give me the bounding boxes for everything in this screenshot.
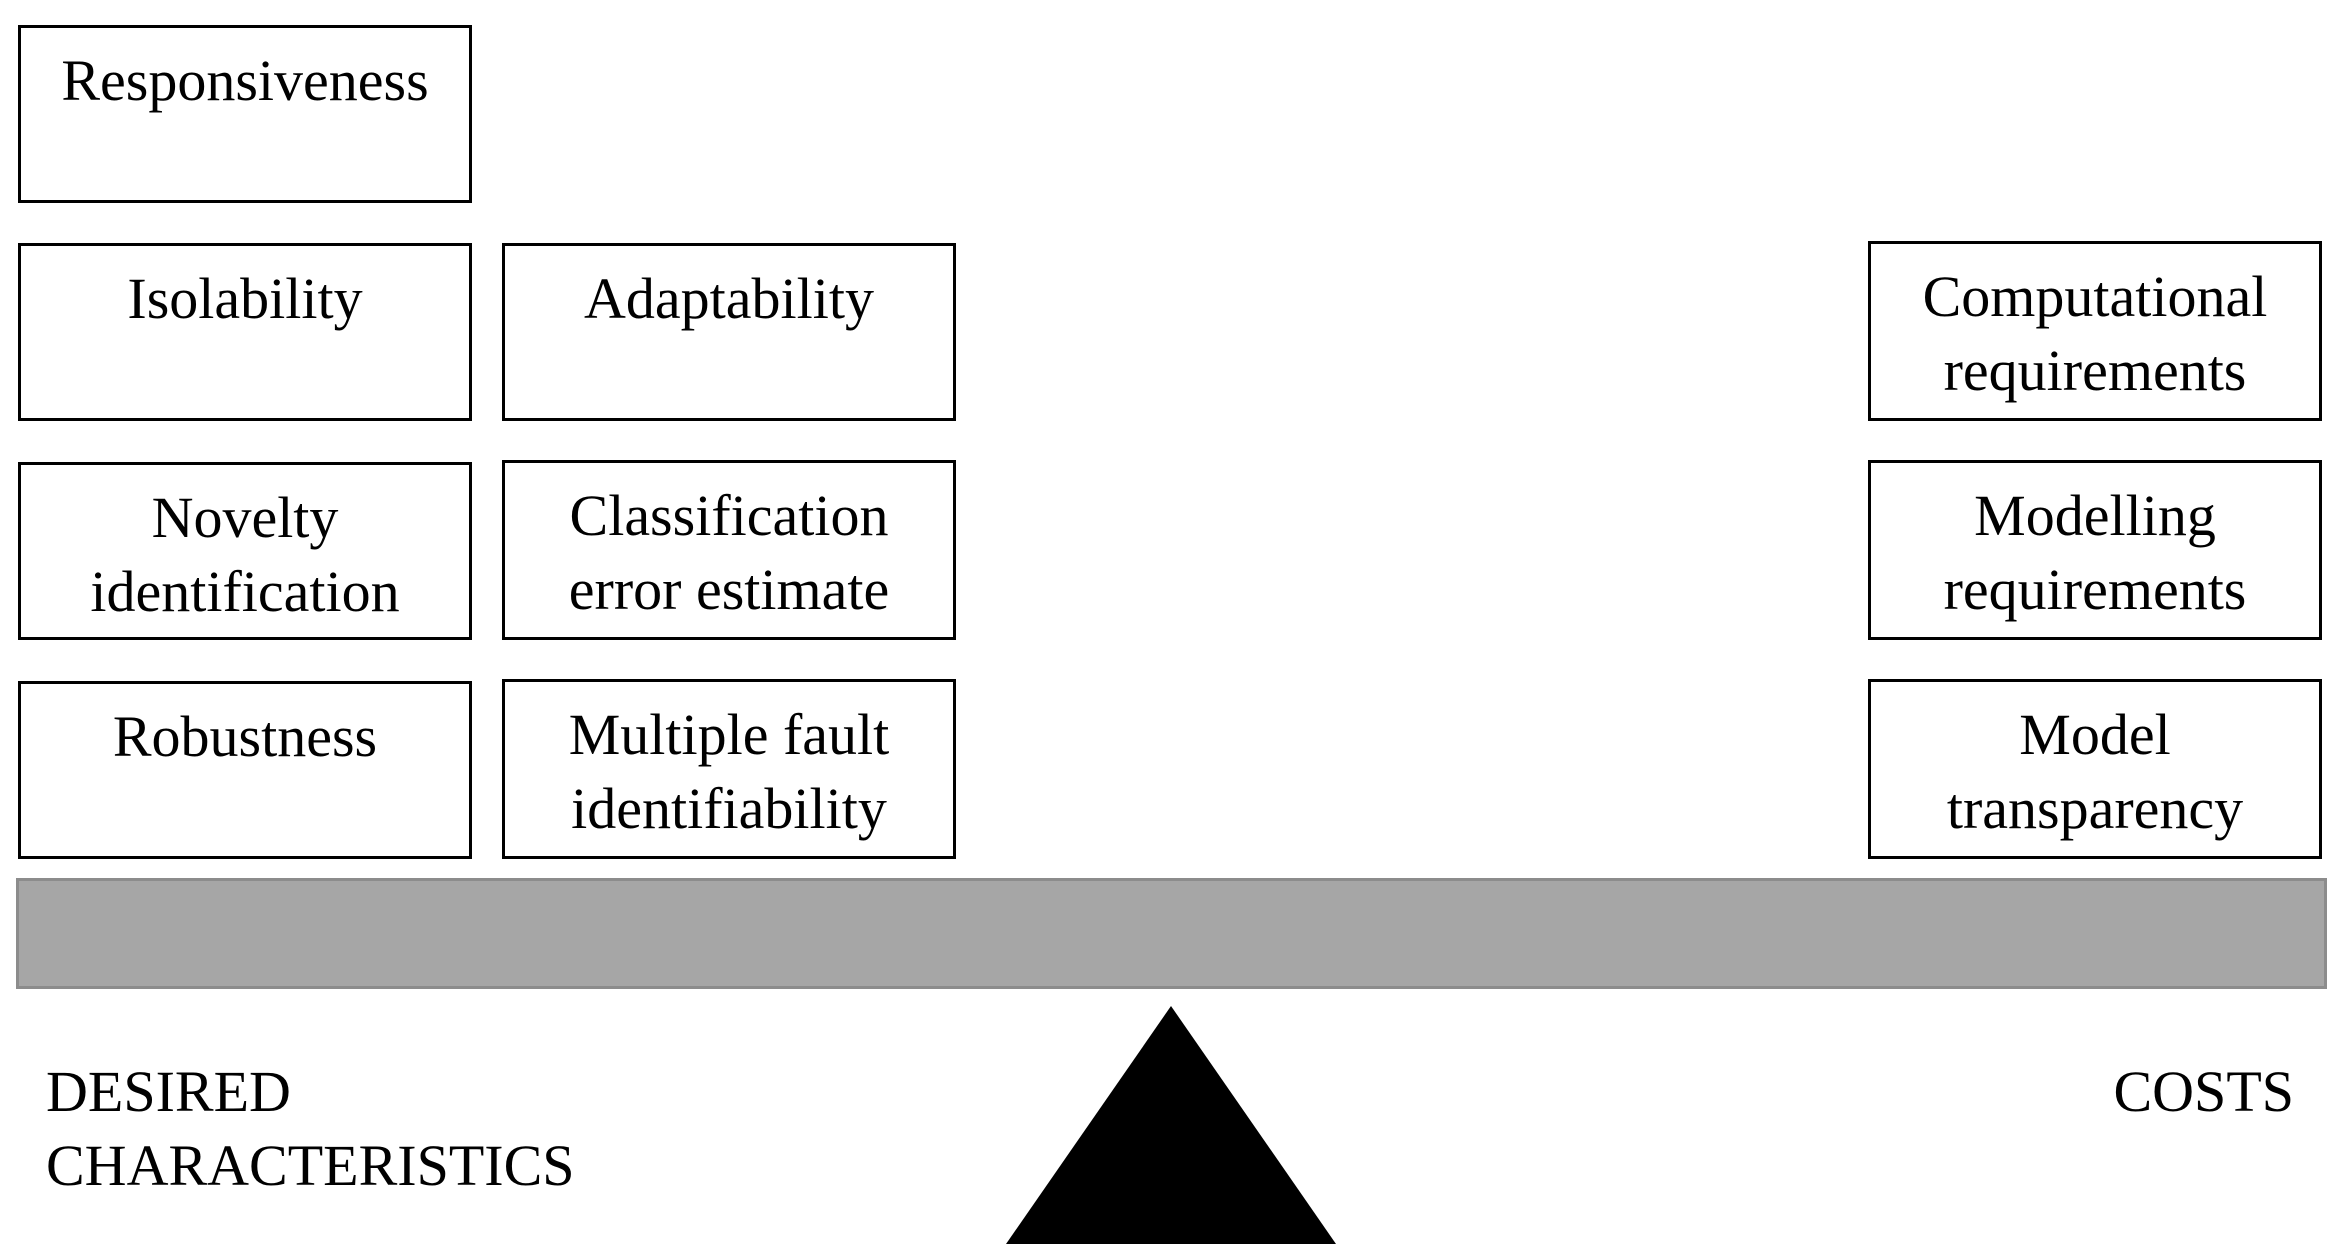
costs-label: COSTS (2113, 1059, 2294, 1124)
desired-label-line1: DESIRED (46, 1059, 291, 1124)
classification-error-estimate-line1: Classification (569, 483, 889, 548)
modelling-requirements-line2: requirements (1943, 557, 2247, 622)
modelling-requirements-line1: Modelling (1974, 483, 2216, 548)
model-transparency-line1: Model (2019, 702, 2171, 767)
fulcrum-shape (1006, 1006, 1336, 1244)
multiple-fault-identifiability-box: Multiple fault identifiability (502, 679, 956, 859)
modelling-requirements-box: Modelling requirements (1868, 460, 2322, 640)
novelty-identification-line1: Novelty (151, 485, 339, 550)
classification-error-estimate-box: Classification error estimate (502, 460, 956, 640)
fulcrum-triangle (1006, 1006, 1336, 1244)
isolability-text: Isolability (127, 266, 363, 331)
adaptability-box: Adaptability (502, 243, 956, 421)
desired-label-line2: CHARACTERISTICS (46, 1133, 575, 1198)
adaptability-text: Adaptability (584, 266, 874, 331)
novelty-identification-line2: identification (90, 559, 400, 624)
multiple-fault-identifiability-line1: Multiple fault (568, 702, 890, 767)
classification-error-estimate-line2: error estimate (568, 557, 890, 622)
desired-characteristics-label: DESIRED CHARACTERISTICS (46, 1055, 575, 1203)
computational-requirements-line2: requirements (1943, 338, 2247, 403)
model-transparency-box: Model transparency (1868, 679, 2322, 859)
isolability-box: Isolability (18, 243, 472, 421)
model-transparency-line2: transparency (1946, 776, 2244, 841)
robustness-text: Robustness (112, 704, 378, 769)
multiple-fault-identifiability-line2: identifiability (571, 776, 887, 841)
robustness-box: Robustness (18, 681, 472, 859)
novelty-identification-box: Novelty identification (18, 462, 472, 640)
responsiveness-box: Responsiveness (18, 25, 472, 203)
responsiveness-text: Responsiveness (61, 48, 429, 113)
computational-requirements-line1: Computational (1922, 264, 2268, 329)
balance-beam (16, 878, 2327, 989)
computational-requirements-box: Computational requirements (1868, 241, 2322, 421)
